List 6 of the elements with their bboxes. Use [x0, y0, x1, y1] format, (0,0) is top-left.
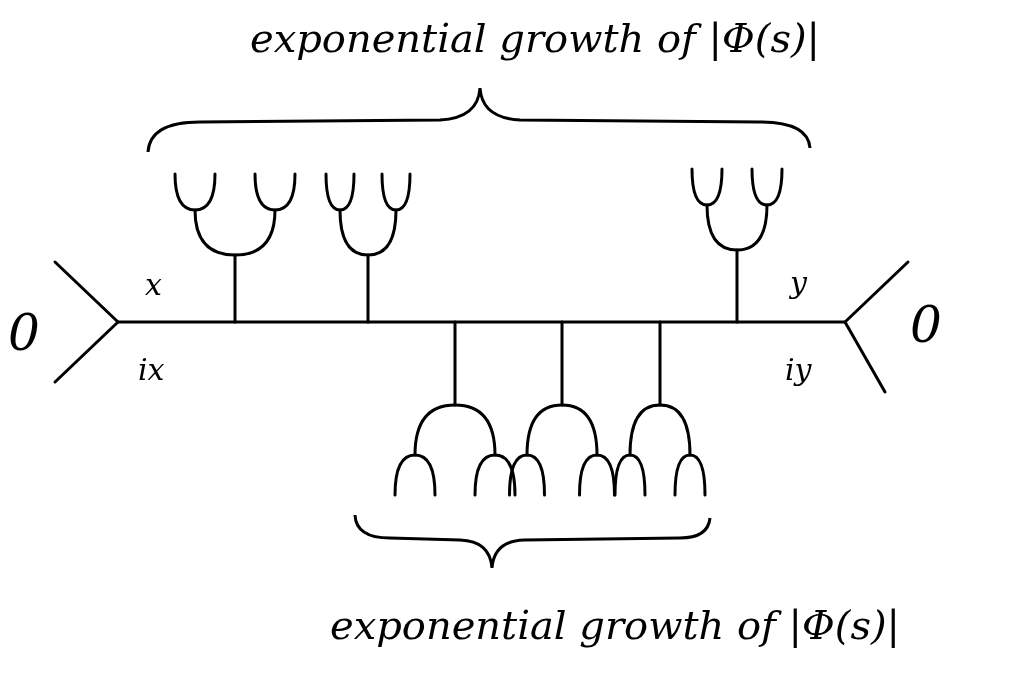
math-label: iy	[785, 355, 812, 385]
math-label: x	[145, 270, 162, 300]
math-label: y	[790, 268, 807, 298]
math-label: 0	[910, 300, 942, 350]
math-label: 0	[8, 308, 40, 358]
math-label: ix	[138, 355, 165, 385]
